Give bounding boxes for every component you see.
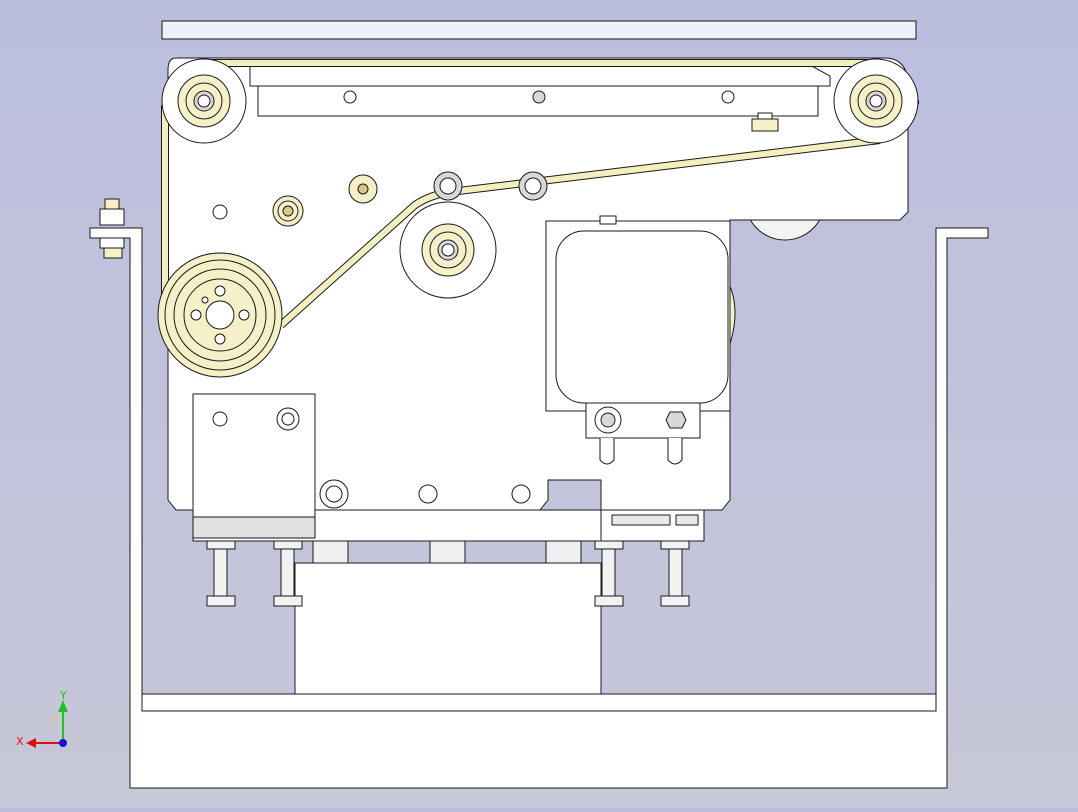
drive-pulley [157,252,283,378]
adjust-nut [751,112,779,132]
left-block-shade [192,516,316,539]
z-axis-dot [59,739,67,747]
x-axis-arrow [26,738,62,748]
motor-body [555,230,729,404]
bushings [212,174,378,227]
coordinate-triad: Y X [16,689,68,748]
belt-guide-rollers [433,171,548,201]
left-block-holes [212,407,300,431]
side-fitting [99,198,125,259]
triad-x-label: X [16,735,24,748]
top-plate [161,20,917,40]
motor-top-notch [599,215,617,225]
top-left-idler [161,58,247,144]
rail-slots [611,514,699,526]
motor-feet [599,438,683,465]
triad-y-label: Y [59,689,67,702]
y-axis-arrow [58,700,68,742]
mounting-bolts [206,540,690,607]
lower-block [294,562,602,695]
top-beam-holes [343,90,735,104]
middle-idler [399,201,497,299]
tank-floor-plate [141,693,937,712]
top-cover [249,63,831,87]
top-right-idler [833,58,919,144]
support-columns [312,540,582,564]
housing-bolts [319,479,531,509]
motor-mount-bolt [594,406,687,434]
